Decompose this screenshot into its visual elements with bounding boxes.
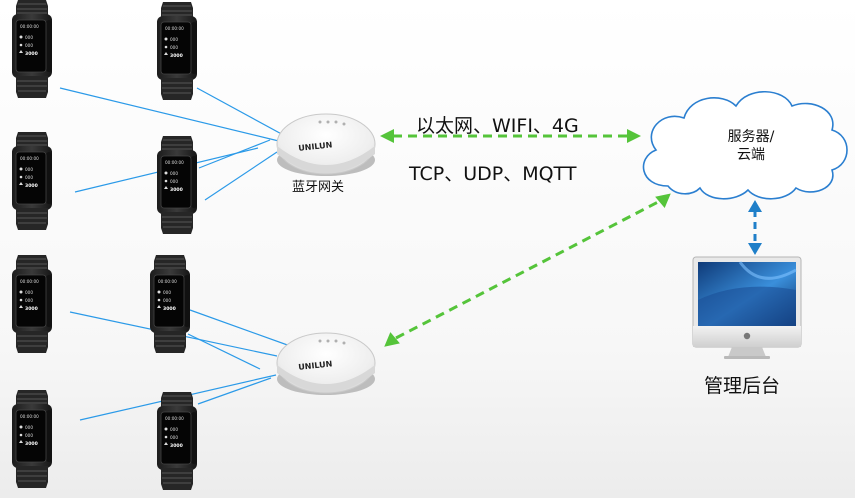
monitor-icon: [692, 256, 802, 359]
transport-protocol-label: TCP、UDP、MQTT: [409, 163, 577, 185]
arrowhead: [655, 193, 671, 209]
cloud-label-line2: 云端: [737, 147, 765, 163]
cloud-label: 服务器/ 云端: [719, 128, 783, 164]
arrowhead: [384, 332, 400, 347]
admin-console-label: 管理后台: [704, 375, 781, 397]
gateway-label: 蓝牙网关: [292, 180, 345, 195]
signal-line: [187, 333, 261, 370]
wristband-icon: [149, 254, 191, 354]
signal-line: [189, 309, 294, 348]
arrowhead: [748, 200, 762, 212]
apple-logo-icon: [743, 332, 751, 340]
wristband-icon: [11, 389, 53, 489]
wristband-icon: [11, 131, 53, 231]
signal-line: [59, 87, 288, 144]
signal-line: [204, 151, 278, 201]
wristband-icon: [11, 0, 53, 99]
signal-line: [196, 87, 288, 138]
network-link-bottom: [395, 200, 659, 340]
wristband-icon: [156, 391, 198, 491]
network-links: [380, 129, 671, 347]
cloud-icon: [642, 91, 848, 200]
wristband-icon: [156, 1, 198, 101]
signal-line: [197, 377, 272, 405]
server-link: [748, 200, 762, 255]
arrowhead: [627, 129, 641, 143]
arrowhead: [380, 129, 394, 143]
signal-line: [198, 139, 271, 169]
arrowhead: [748, 243, 762, 255]
bluetooth-gateway-icon: [276, 113, 376, 177]
bluetooth-gateway-icon: [276, 332, 376, 396]
network-protocol-label: 以太网、WIFI、4G: [416, 115, 579, 137]
cloud-label-line1: 服务器/: [727, 129, 775, 145]
wristband-icon: [156, 135, 198, 235]
wristband-icon: [11, 254, 53, 354]
